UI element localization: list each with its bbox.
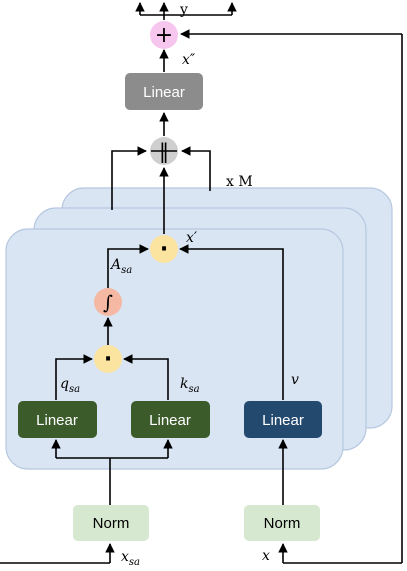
- linear-q-box: Linear: [18, 401, 97, 438]
- k-sa-label: ksa: [180, 376, 200, 395]
- x-label: x: [262, 548, 270, 564]
- linear-v-label: Linear: [262, 412, 304, 429]
- x-sa-label: xsa: [121, 549, 140, 568]
- norm-right-label: Norm: [264, 515, 301, 532]
- linear-k-label: Linear: [149, 412, 191, 429]
- edge-head-right: [181, 146, 211, 191]
- norm-left-label: Norm: [93, 515, 130, 532]
- x-prime-label: x′: [186, 230, 198, 246]
- score-dot-node: ·: [94, 345, 122, 373]
- linear-top-box: Linear: [125, 73, 203, 110]
- plus-node: +: [150, 21, 178, 49]
- linear-v-box: Linear: [244, 401, 322, 438]
- score-dot-symbol: ·: [104, 347, 112, 372]
- xm-label: x M: [226, 174, 253, 190]
- edge-q-to-dot: [55, 354, 93, 400]
- edge-v-to-dot: [179, 244, 284, 400]
- a-sa-label: Asa: [109, 257, 132, 276]
- plus-symbol: +: [155, 23, 173, 48]
- output-y-label: y: [179, 2, 188, 18]
- v-label: v: [291, 372, 299, 388]
- linear-top-label: Linear: [143, 84, 185, 101]
- q-sa-label: qsa: [60, 376, 80, 395]
- linear-k-box: Linear: [131, 401, 210, 438]
- concat-node: ‖: [150, 137, 178, 165]
- edge-k-to-dot: [123, 354, 169, 400]
- norm-right-box: Norm: [244, 505, 320, 541]
- attention-dot-node: ·: [150, 235, 178, 263]
- concat-symbol: ‖: [159, 139, 169, 163]
- x-double-prime-label: x″: [182, 52, 196, 68]
- linear-q-label: Linear: [36, 412, 78, 429]
- integral-symbol: ∫: [103, 292, 113, 314]
- softmax-node: ∫: [94, 288, 122, 316]
- edge-softmax-to-dot: [107, 244, 149, 288]
- attention-dot-symbol: ·: [160, 237, 168, 262]
- norm-left-box: Norm: [73, 505, 149, 541]
- edge-head-left: [111, 146, 147, 210]
